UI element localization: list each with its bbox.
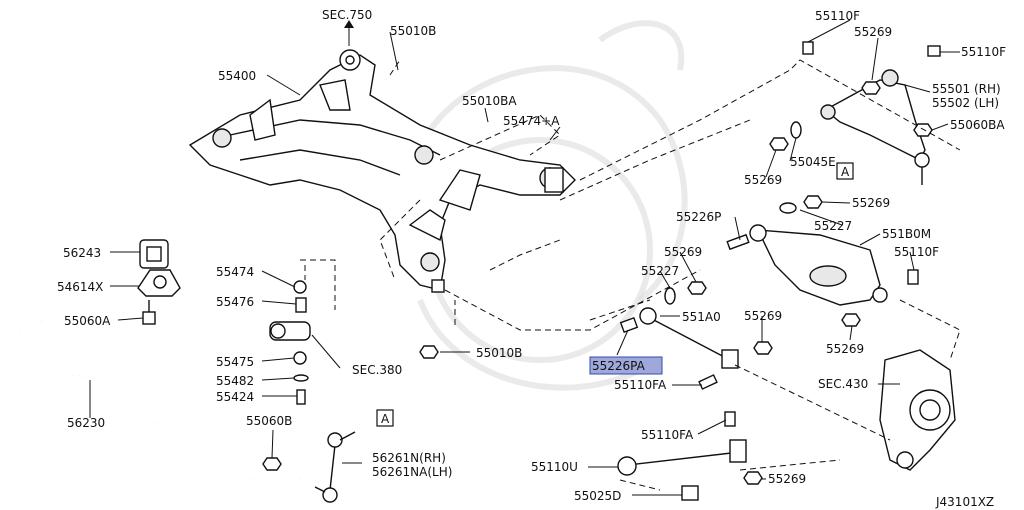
label-56243[interactable]: 56243 bbox=[63, 246, 101, 260]
upper-arm bbox=[769, 41, 941, 185]
label-551b0m[interactable]: 551B0M bbox=[882, 227, 931, 241]
lower-link bbox=[617, 411, 763, 501]
axle-knuckle bbox=[879, 349, 956, 471]
ref-box-a-right bbox=[836, 162, 854, 180]
label-55110f-top[interactable]: 55110F bbox=[815, 9, 860, 23]
label-55110fa-a[interactable]: 55110FA bbox=[614, 378, 667, 392]
label-55060ba[interactable]: 55060BA bbox=[950, 118, 1005, 132]
label-a-left: A bbox=[381, 412, 390, 426]
label-55045e[interactable]: 55045E bbox=[790, 155, 836, 169]
nut-55010b bbox=[419, 345, 439, 359]
diagram-id: J43101XZ bbox=[935, 495, 994, 509]
label-55227-b[interactable]: 55227 bbox=[641, 264, 679, 278]
label-55227-a[interactable]: 55227 bbox=[814, 219, 852, 233]
lower-arm bbox=[664, 195, 919, 327]
label-55269-c[interactable]: 55269 bbox=[852, 196, 890, 210]
label-55501[interactable]: 55501 (RH) bbox=[932, 82, 1001, 96]
label-55060a[interactable]: 55060A bbox=[64, 314, 111, 328]
label-55400[interactable]: 55400 bbox=[218, 69, 256, 83]
label-55110f-mid[interactable]: 55110F bbox=[894, 245, 939, 259]
rear-link bbox=[619, 307, 773, 390]
stabilizer-link bbox=[262, 431, 356, 503]
label-55269-g[interactable]: 55269 bbox=[768, 472, 806, 486]
label-55269-e[interactable]: 55269 bbox=[744, 309, 782, 323]
label-55060b[interactable]: 55060B bbox=[246, 414, 292, 428]
label-54614x[interactable]: 54614X bbox=[57, 280, 103, 294]
clamp-54614x bbox=[137, 269, 181, 297]
reference-lines bbox=[300, 59, 961, 491]
bolt-55060a bbox=[142, 300, 156, 325]
label-56261na[interactable]: 56261NA(LH) bbox=[372, 465, 452, 479]
label-55010b-mid[interactable]: 55010B bbox=[476, 346, 522, 360]
label-55474a[interactable]: 55474+A bbox=[503, 114, 560, 128]
upper-link-parts bbox=[269, 280, 311, 405]
label-55474[interactable]: 55474 bbox=[216, 265, 254, 279]
ref-box-a-left bbox=[376, 409, 394, 427]
label-55482[interactable]: 55482 bbox=[216, 374, 254, 388]
label-55010b-top[interactable]: 55010B bbox=[390, 24, 436, 38]
stabilizer-bar bbox=[18, 321, 301, 490]
part-labels: SEC.750 55010B 55400 55010BA 55474+A 562… bbox=[57, 8, 1006, 509]
label-a-right: A bbox=[841, 165, 850, 179]
label-sec430[interactable]: SEC.430 bbox=[818, 377, 868, 391]
label-551a0[interactable]: 551A0 bbox=[682, 310, 721, 324]
highlight-55226pa bbox=[589, 356, 663, 375]
label-55010ba[interactable]: 55010BA bbox=[462, 94, 517, 108]
label-55269-d[interactable]: 55269 bbox=[664, 245, 702, 259]
sec750-arrow bbox=[344, 20, 354, 46]
label-55025d[interactable]: 55025D bbox=[574, 489, 621, 503]
label-55424[interactable]: 55424 bbox=[216, 390, 254, 404]
label-55502[interactable]: 55502 (LH) bbox=[932, 96, 999, 110]
label-55226pa[interactable]: 55226PA bbox=[592, 359, 646, 373]
label-55269-b[interactable]: 55269 bbox=[744, 173, 782, 187]
label-56230[interactable]: 56230 bbox=[67, 416, 105, 430]
label-sec750[interactable]: SEC.750 bbox=[322, 8, 372, 22]
label-55110fa-b[interactable]: 55110FA bbox=[641, 428, 694, 442]
label-55476[interactable]: 55476 bbox=[216, 295, 254, 309]
label-55110f-right[interactable]: 55110F bbox=[961, 45, 1006, 59]
label-56261n[interactable]: 56261N(RH) bbox=[372, 451, 446, 465]
label-55269-top[interactable]: 55269 bbox=[854, 25, 892, 39]
subframe-assembly bbox=[188, 49, 576, 293]
bushing-56243 bbox=[139, 239, 169, 269]
leader-lines bbox=[89, 19, 960, 496]
label-sec380[interactable]: SEC.380 bbox=[352, 363, 402, 377]
label-55226p[interactable]: 55226P bbox=[676, 210, 721, 224]
label-55475[interactable]: 55475 bbox=[216, 355, 254, 369]
label-55269-f[interactable]: 55269 bbox=[826, 342, 864, 356]
label-55110u[interactable]: 55110U bbox=[531, 460, 578, 474]
